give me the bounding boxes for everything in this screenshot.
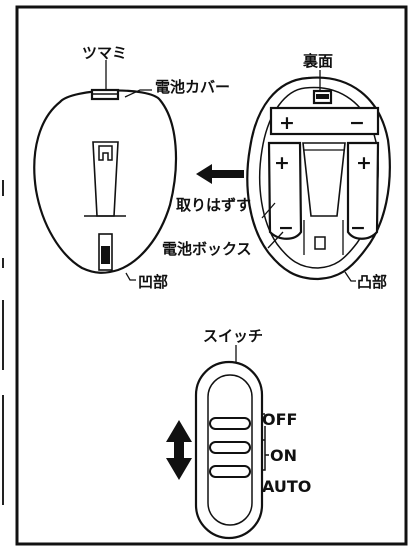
label-recess: 凹部 <box>138 273 168 291</box>
label-protrusion: 凸部 <box>357 273 387 291</box>
position-auto: AUTO <box>262 477 311 496</box>
flat-minus: − <box>349 112 365 134</box>
switch-positions: OFF ON AUTO <box>262 410 311 496</box>
battery-box <box>246 76 391 281</box>
box-lug <box>314 236 326 250</box>
label-battery-box: 電池ボックス <box>162 240 252 258</box>
cover-recess <box>98 233 113 271</box>
right-minus: − <box>350 217 366 239</box>
position-off: OFF <box>262 410 297 429</box>
label-tsumami: ツマミ <box>82 44 127 62</box>
leader-lines <box>105 60 356 282</box>
left-cell-slot <box>267 141 303 240</box>
flat-plus: + <box>279 112 295 134</box>
flat-battery-slot <box>269 106 380 136</box>
label-switch: スイッチ <box>203 327 263 345</box>
position-on: ON <box>270 446 297 465</box>
figure-border <box>15 5 408 546</box>
updown-arrow <box>166 420 192 480</box>
label-remove: 取りはずす <box>176 196 251 214</box>
right-plus: + <box>356 152 372 174</box>
switch-ridge-3 <box>209 465 251 478</box>
position-bracket <box>262 413 269 471</box>
remove-arrow <box>196 164 244 184</box>
label-back-side: 裏面 <box>302 52 333 70</box>
switch-body <box>194 360 264 540</box>
switch-ridge-2 <box>209 441 251 454</box>
callout-labels: ツマミ 裏面 電池カバー 取りはずす 電池ボックス 凹部 凸部 <box>82 44 387 291</box>
switch-ridge-1 <box>209 417 251 430</box>
label-battery-cover: 電池カバー <box>155 78 230 96</box>
battery-cover <box>33 88 178 274</box>
right-cell-slot <box>346 141 380 240</box>
left-plus: + <box>274 152 290 174</box>
